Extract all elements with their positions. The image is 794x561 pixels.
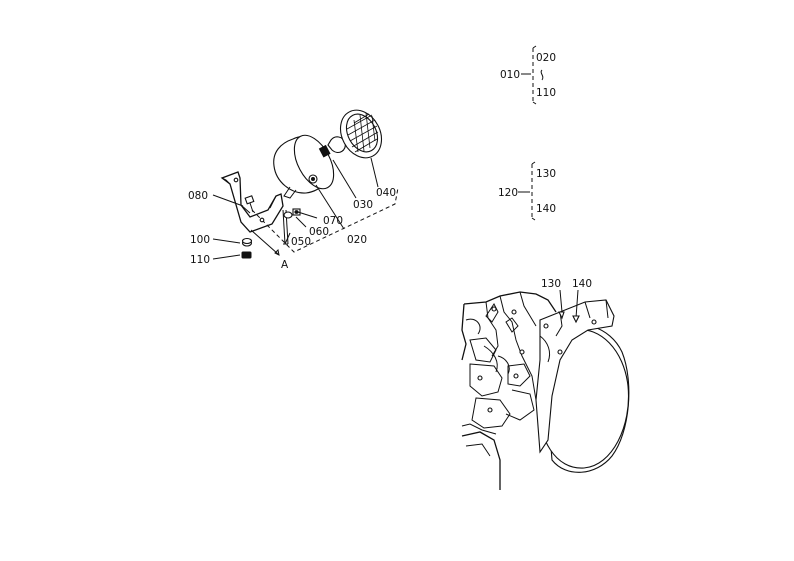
callout-060: 060 bbox=[309, 226, 329, 238]
nut-110 bbox=[241, 251, 252, 259]
bolt-080 bbox=[244, 195, 255, 213]
lamp-mount-140 bbox=[572, 315, 580, 324]
index-tree-010: 010 020 110 bbox=[500, 45, 556, 105]
callout-080: 080 bbox=[188, 190, 208, 202]
callout-130: 130 bbox=[541, 278, 561, 290]
callout-100: 100 bbox=[190, 234, 210, 246]
washer-100 bbox=[241, 237, 253, 247]
index-last-110: 110 bbox=[536, 87, 556, 99]
fender bbox=[535, 299, 615, 454]
lamp-mount-130 bbox=[558, 311, 565, 320]
leader-130 bbox=[559, 289, 563, 313]
index-parent-120: 120 bbox=[498, 187, 518, 199]
callout-050: 050 bbox=[291, 236, 311, 248]
leader-lines bbox=[212, 157, 379, 260]
callout-110: 110 bbox=[190, 254, 210, 266]
tractor-view bbox=[461, 289, 630, 490]
tractor-body bbox=[461, 291, 557, 490]
index-last-140: 140 bbox=[536, 203, 556, 215]
rear-tire bbox=[537, 323, 630, 473]
washer-060 bbox=[283, 211, 293, 219]
index-tree-120: 120 130 140 bbox=[498, 161, 556, 221]
leader-140 bbox=[575, 289, 579, 319]
grille-lens-040 bbox=[339, 109, 383, 159]
index-first-020: 020 bbox=[536, 52, 556, 64]
callout-030: 030 bbox=[353, 199, 373, 211]
lamp-assembly bbox=[212, 109, 399, 260]
callout-040: 040 bbox=[376, 187, 396, 199]
dashed-reference-line bbox=[251, 187, 399, 253]
callout-020: 020 bbox=[347, 234, 367, 246]
callout-070: 070 bbox=[323, 215, 343, 227]
index-first-130: 130 bbox=[536, 168, 556, 180]
callout-a: A bbox=[281, 259, 289, 271]
callout-140: 140 bbox=[572, 278, 592, 290]
bulb-030 bbox=[318, 136, 346, 158]
index-parent-010: 010 bbox=[500, 69, 520, 81]
mounting-bracket bbox=[220, 171, 284, 233]
